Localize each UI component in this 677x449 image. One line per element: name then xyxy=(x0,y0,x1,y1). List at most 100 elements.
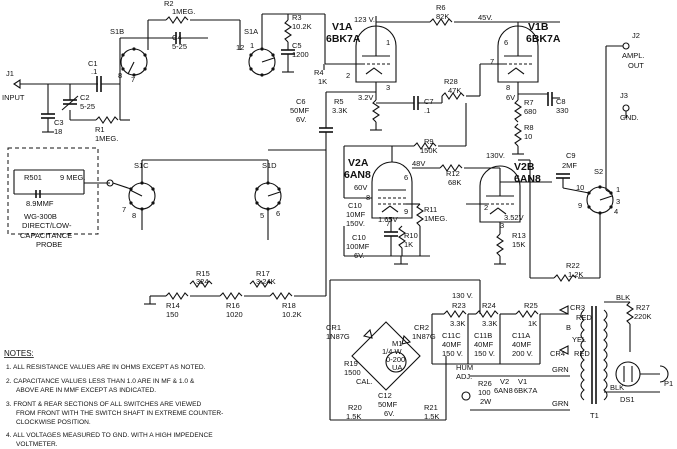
svg-text:324: 324 xyxy=(196,277,209,286)
svg-text:1: 1 xyxy=(616,185,620,194)
svg-text:T1: T1 xyxy=(590,411,599,420)
svg-text:18: 18 xyxy=(54,127,62,136)
svg-text:GRN: GRN xyxy=(552,365,569,374)
svg-text:R5: R5 xyxy=(334,97,344,106)
svg-text:GND.: GND. xyxy=(620,113,639,122)
svg-text:6V.: 6V. xyxy=(384,409,395,418)
svg-text:C6: C6 xyxy=(296,97,306,106)
capacitor-c3: C3 18 xyxy=(41,84,64,136)
svg-text:R18: R18 xyxy=(282,301,296,310)
switch-s1d: S1D 65 xyxy=(141,149,326,220)
svg-text:130V.: 130V. xyxy=(486,151,505,160)
svg-text:M1: M1 xyxy=(392,339,402,348)
svg-text:82K: 82K xyxy=(436,12,449,21)
svg-text:R8: R8 xyxy=(524,123,534,132)
svg-text:150K: 150K xyxy=(420,146,438,155)
svg-text:R12: R12 xyxy=(446,169,460,178)
svg-text:C12: C12 xyxy=(378,391,392,400)
resistor-r12: R12 68K xyxy=(412,164,500,187)
svg-text:48V: 48V xyxy=(412,159,425,168)
svg-text:R24: R24 xyxy=(482,301,496,310)
svg-text:R23: R23 xyxy=(452,301,466,310)
svg-text:V1: V1 xyxy=(518,377,527,386)
svg-text:S1A: S1A xyxy=(244,27,258,36)
svg-text:CAPACITANCE: CAPACITANCE xyxy=(20,231,72,240)
svg-text:1.2K: 1.2K xyxy=(568,270,583,279)
resistor-r2: R2 1MEG. xyxy=(147,0,241,50)
svg-text:6AN8: 6AN8 xyxy=(344,169,371,181)
tube-v2a: V2A 6AN8 68 97 xyxy=(344,157,413,228)
svg-text:7: 7 xyxy=(131,75,135,84)
input-jack-j1: J1 INPUT xyxy=(2,69,98,102)
svg-text:6AN8: 6AN8 xyxy=(494,386,513,395)
svg-text:1K: 1K xyxy=(404,240,413,249)
meter-bridge: CR1 1N87G CR2 1N87G M1 1/4 W 0-200 UA R1… xyxy=(326,279,480,421)
svg-text:C9: C9 xyxy=(566,151,576,160)
output-jacks: J2 AMPL. OUT J3 GND. xyxy=(605,31,645,190)
svg-text:10.2K: 10.2K xyxy=(292,22,312,31)
svg-text:3: 3 xyxy=(500,221,504,230)
svg-text:DS1: DS1 xyxy=(620,395,635,404)
svg-text:C10: C10 xyxy=(352,233,366,242)
svg-text:.1: .1 xyxy=(91,67,97,76)
svg-text:CR3: CR3 xyxy=(570,303,585,312)
resistor-r6: R6 82K xyxy=(376,3,560,26)
svg-text:7: 7 xyxy=(490,57,494,66)
svg-text:2. CAPACITANCE VALUES LESS THA: 2. CAPACITANCE VALUES LESS THAN 1.0 ARE … xyxy=(6,378,195,385)
svg-text:6V.: 6V. xyxy=(296,115,307,124)
svg-text:INPUT: INPUT xyxy=(2,93,25,102)
svg-text:6: 6 xyxy=(276,209,280,218)
svg-text:3: 3 xyxy=(616,197,620,206)
svg-text:1.65V: 1.65V xyxy=(378,215,398,224)
svg-text:3: 3 xyxy=(386,83,390,92)
svg-text:150 V.: 150 V. xyxy=(442,349,463,358)
svg-text:45V.: 45V. xyxy=(478,13,493,22)
tube-v1a: V1A 6BK7A 123 xyxy=(324,16,397,92)
svg-text:R501: R501 xyxy=(24,173,42,182)
svg-text:HUM: HUM xyxy=(456,363,473,372)
svg-text:50MF: 50MF xyxy=(378,400,398,409)
svg-text:15K: 15K xyxy=(512,240,525,249)
svg-text:1/4 W: 1/4 W xyxy=(382,347,403,356)
svg-text:130 V.: 130 V. xyxy=(452,291,473,300)
svg-text:R7: R7 xyxy=(524,98,534,107)
svg-text:RED: RED xyxy=(574,349,590,358)
svg-text:R19: R19 xyxy=(344,359,358,368)
svg-text:1200: 1200 xyxy=(292,50,309,59)
svg-text:8.9MMF: 8.9MMF xyxy=(26,199,54,208)
svg-text:NOTES:: NOTES: xyxy=(4,349,34,358)
svg-text:R26: R26 xyxy=(478,379,492,388)
capacitor-c7: C7 .1 xyxy=(413,96,434,115)
svg-text:1500: 1500 xyxy=(344,368,361,377)
capacitor-c9: C9 2MF xyxy=(500,151,577,188)
svg-text:V1B: V1B xyxy=(528,21,549,33)
svg-text:200 V.: 200 V. xyxy=(512,349,533,358)
svg-text:CAL.: CAL. xyxy=(356,377,373,386)
svg-text:VOLTMETER.: VOLTMETER. xyxy=(16,441,58,448)
svg-text:9: 9 xyxy=(578,201,582,210)
svg-text:100: 100 xyxy=(478,388,491,397)
svg-text:UA: UA xyxy=(392,363,402,372)
svg-text:R10: R10 xyxy=(404,231,418,240)
svg-text:7: 7 xyxy=(122,205,126,214)
svg-text:5: 5 xyxy=(260,211,264,220)
svg-text:10: 10 xyxy=(576,183,584,192)
resistor-r14: R14 150 xyxy=(165,292,189,319)
svg-text:R25: R25 xyxy=(524,301,538,310)
svg-text:8: 8 xyxy=(506,83,510,92)
svg-text:C11A: C11A xyxy=(512,331,530,340)
svg-text:CR1: CR1 xyxy=(326,323,341,332)
svg-text:R16: R16 xyxy=(226,301,240,310)
svg-text:R9: R9 xyxy=(424,137,434,146)
svg-text:R4: R4 xyxy=(314,68,324,77)
resistor-r3: R3 10.2K xyxy=(284,13,312,50)
svg-text:6: 6 xyxy=(504,38,508,47)
svg-text:PROBE: PROBE xyxy=(36,240,62,249)
svg-text:OUT: OUT xyxy=(628,61,644,70)
svg-text:6V: 6V xyxy=(506,93,515,102)
svg-text:3.2V: 3.2V xyxy=(358,93,373,102)
svg-text:V2A: V2A xyxy=(348,157,369,169)
